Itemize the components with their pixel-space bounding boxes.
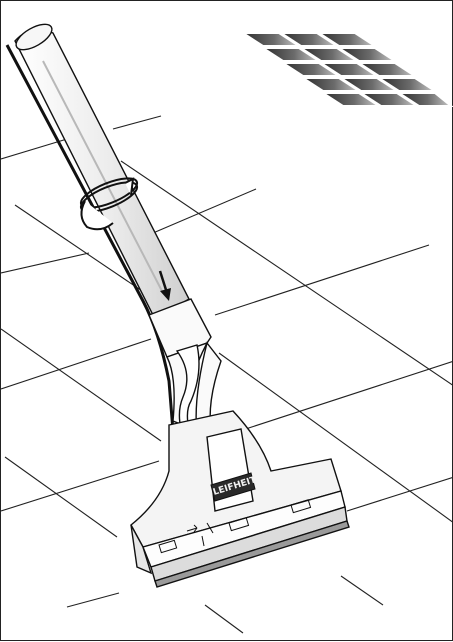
floor-tile-swatch: [239, 32, 453, 107]
mop-head: [130, 410, 350, 588]
pole-clip: [79, 177, 139, 231]
mop-head-details: [158, 499, 312, 554]
floor-tile-lines: [1, 115, 453, 634]
mop-pole: [14, 23, 190, 320]
mop-neck: [148, 298, 222, 434]
push-down-arrow-icon: [158, 270, 171, 301]
